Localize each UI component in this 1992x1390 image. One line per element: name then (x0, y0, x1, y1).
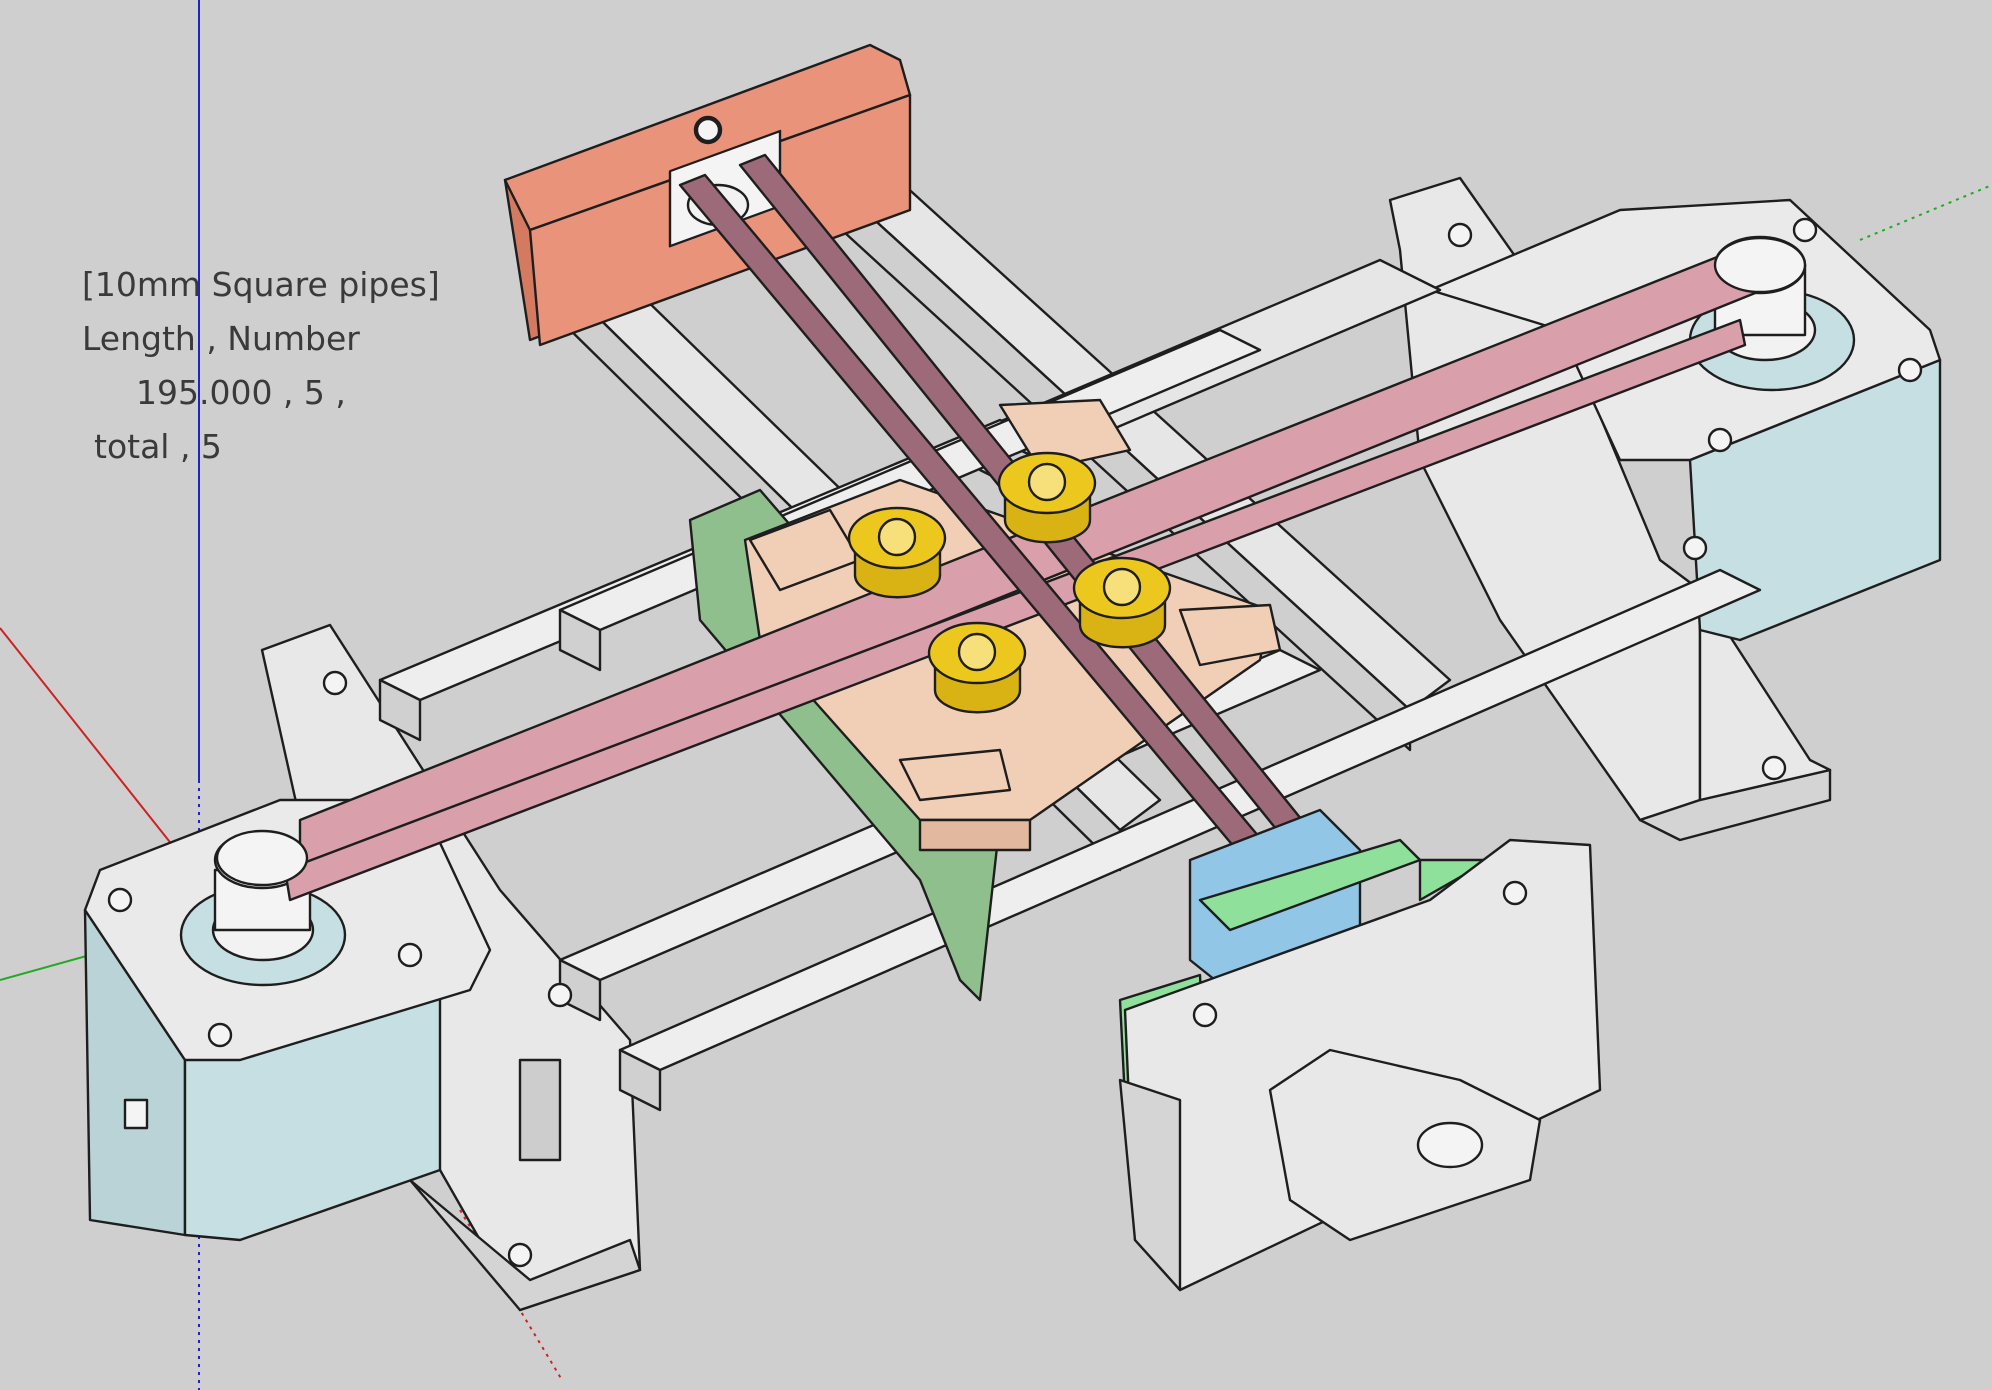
screw-markers (107, 117, 1923, 1268)
red-axis (0, 627, 201, 881)
info-title: [10mm Square pipes] (82, 265, 440, 304)
bearings (847, 451, 1172, 714)
pulley-top-right (1713, 236, 1807, 294)
info-header: Length , Number (82, 319, 360, 358)
belts (283, 153, 1777, 902)
green-axis-dotted (1859, 184, 1992, 241)
pipe-info-panel: [10mm Square pipes] Length , Number 195.… (82, 258, 440, 474)
pulley-bottom-left (215, 829, 309, 887)
info-total: total , 5 (94, 427, 222, 466)
tool-holder-bracket (1118, 838, 1602, 1292)
info-row: 195.000 , 5 , (136, 373, 346, 412)
